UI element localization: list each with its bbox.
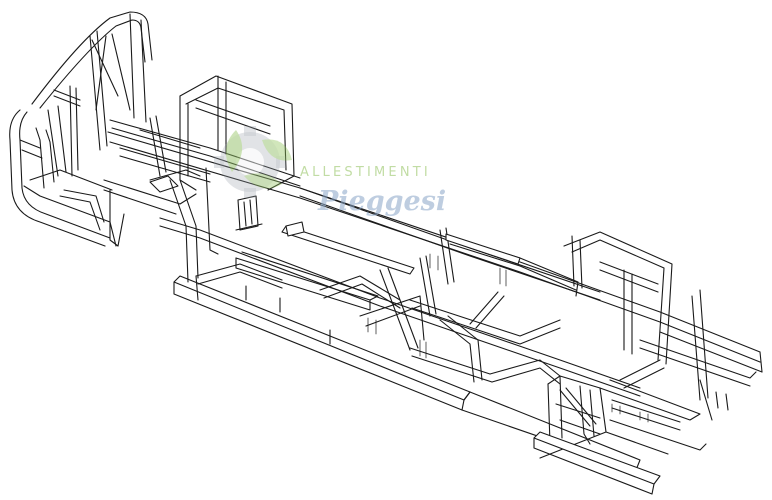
watermark-text-top: ALLESTIMENTI — [300, 165, 431, 180]
front-tower — [103, 75, 295, 283]
rear-tower — [533, 231, 757, 495]
near-side-rails — [195, 263, 561, 385]
watermark-logo: ALLESTIMENTI Pieggesi — [214, 126, 446, 217]
front-cab-frame — [9, 11, 153, 247]
gear-leaf-logo-icon — [214, 126, 292, 198]
chassis-frame — [9, 11, 763, 495]
mid-cross-members — [235, 221, 579, 359]
watermark-text-script: Pieggesi — [317, 186, 446, 217]
